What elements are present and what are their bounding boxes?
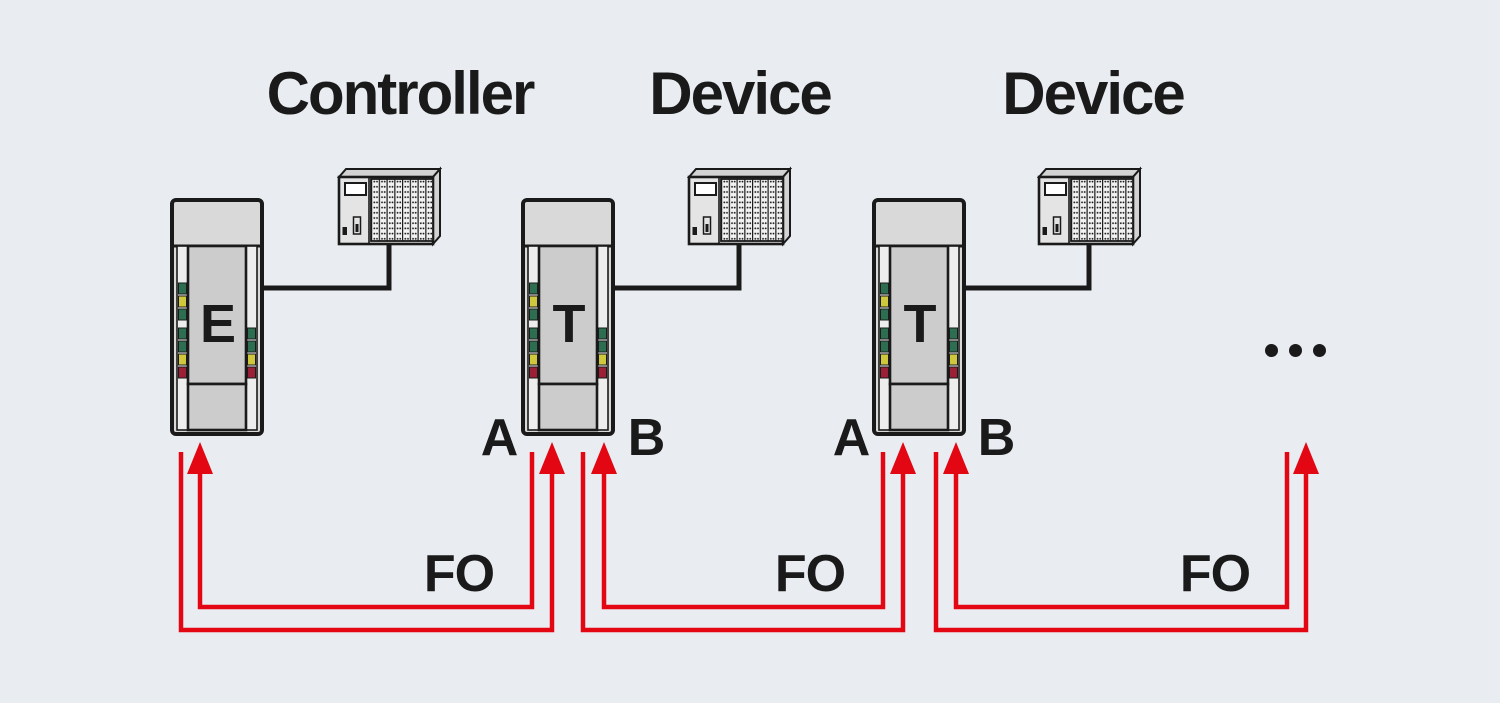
fo-label-3: FO	[1179, 545, 1251, 603]
dot	[1313, 344, 1326, 357]
arrow-into-t2-a	[890, 442, 916, 474]
header-device-2: Device	[1002, 60, 1185, 127]
controller-plc-icon	[337, 167, 442, 246]
port-label-t2-b: B	[977, 409, 1016, 467]
dot	[1289, 344, 1302, 357]
port-label-t2-a: A	[832, 409, 871, 467]
port-label-t1-a: A	[480, 409, 519, 467]
fiber-optic-lines	[178, 452, 1309, 633]
device1-plc-icon	[687, 167, 792, 246]
fo2-return-line	[601, 452, 886, 610]
controller-bus-wires	[262, 245, 1092, 291]
header-device-1: Device	[649, 60, 832, 127]
fo2-forward-line	[580, 452, 906, 633]
fo3-forward-line	[933, 452, 1309, 633]
port-label-t1-b: B	[627, 409, 666, 467]
arrow-into-t1-b	[591, 442, 617, 474]
fo1-return-line	[197, 452, 535, 610]
module-t2-letter: T	[903, 294, 937, 354]
bus-wire-3	[964, 245, 1092, 291]
arrow-into-e	[187, 442, 213, 474]
fo-label-2: FO	[774, 545, 846, 603]
module-e-letter: E	[199, 294, 237, 354]
dot	[1265, 344, 1278, 357]
module-t1-letter: T	[552, 294, 586, 354]
fo3-return-line	[953, 452, 1290, 610]
device2-plc-icon	[1037, 167, 1142, 246]
fiber-optic-arrowheads	[187, 442, 1319, 474]
bus-wire-2	[613, 245, 742, 291]
continuation-dots	[1265, 344, 1326, 357]
arrow-continuation	[1293, 442, 1319, 474]
header-controller: Controller	[266, 60, 536, 127]
fo-label-1: FO	[423, 545, 495, 603]
bus-wire-1	[262, 245, 392, 291]
arrow-into-t2-b	[943, 442, 969, 474]
fo1-forward-line	[178, 452, 555, 633]
arrow-into-t1-a	[539, 442, 565, 474]
